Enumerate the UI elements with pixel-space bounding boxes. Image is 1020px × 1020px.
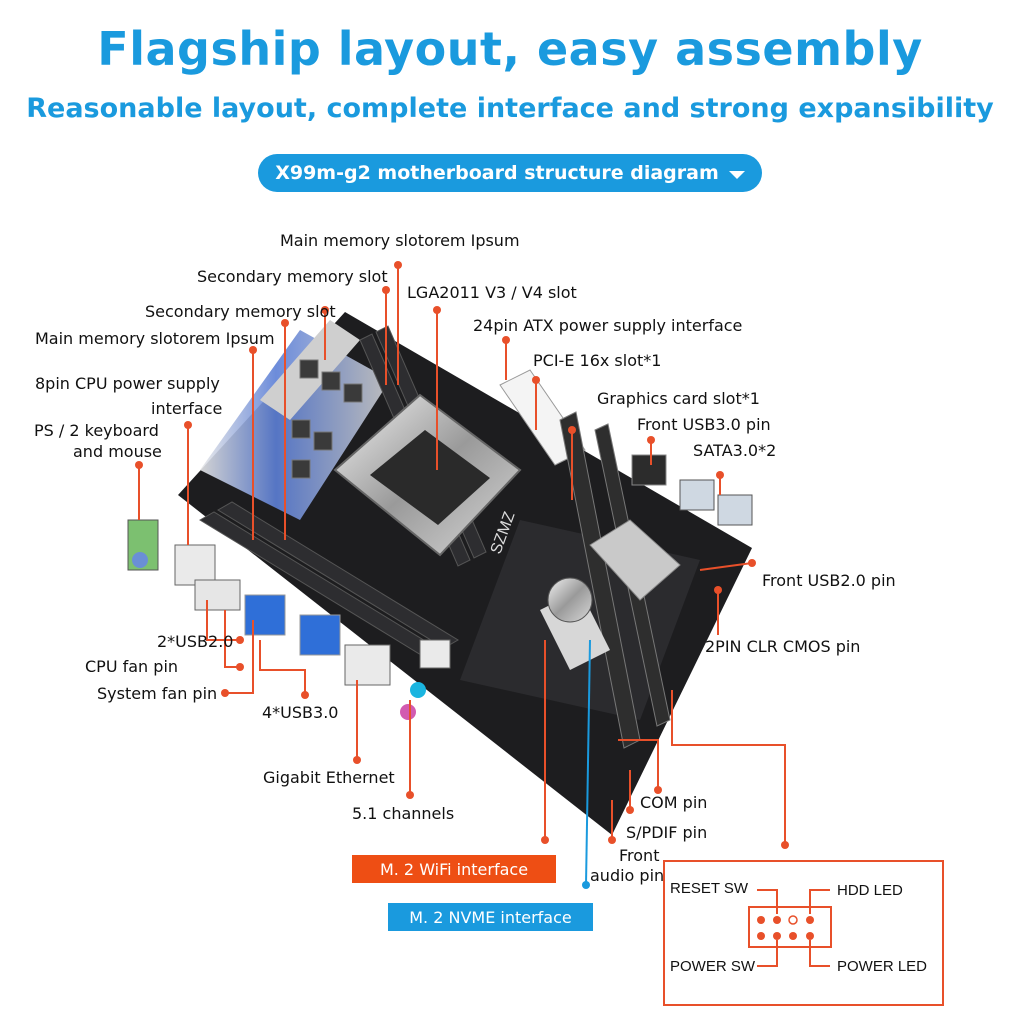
label-com-pin: COM pin (640, 793, 708, 812)
pin-header-diagram (748, 889, 832, 967)
cmos-battery (547, 577, 593, 623)
power-led-label: POWER LED (837, 958, 928, 975)
page-subtitle: Reasonable layout, complete interface an… (26, 93, 994, 124)
label-graphics-slot: Graphics card slot*1 (597, 389, 760, 408)
leader-lines (138, 265, 786, 845)
sata-ports (679, 479, 753, 526)
label-ethernet: Gigabit Ethernet (263, 768, 395, 787)
label-main-memory-top: Main memory slotorem Ipsum (280, 231, 520, 250)
hdd-led-label: HDD LED (837, 882, 903, 899)
label-usb2: 2*USB2.0 (157, 632, 234, 651)
label-secondary-memory-1: Secondary memory slot (197, 267, 388, 286)
nvme-leader-dot (582, 881, 590, 889)
wifi-interface-box: M. 2 WiFi interface (352, 855, 556, 883)
label-ps2-line2: and mouse (73, 442, 162, 461)
label-main-memory-left: Main memory slotorem Ipsum (35, 329, 275, 348)
cpu-socket-cover (370, 430, 490, 525)
power-sw-label: POWER SW (670, 958, 755, 975)
rear-io (127, 519, 451, 720)
label-clr-cmos: 2PIN CLR CMOS pin (705, 637, 861, 656)
label-ps2-line1: PS / 2 keyboard (34, 421, 159, 440)
label-front-usb2: Front USB2.0 pin (762, 571, 896, 590)
label-channels: 5.1 channels (352, 804, 455, 823)
label-usb3: 4*USB3.0 (262, 703, 339, 722)
chipset-heatsink (589, 519, 681, 601)
front-panel-header-detail: RESET SW HDD LED POWER SW POWER LED (663, 860, 944, 1006)
diagram-dropdown-pill[interactable]: X99m-g2 motherboard structure diagram (258, 154, 762, 192)
label-cpu-fan: CPU fan pin (85, 657, 179, 676)
label-system-fan: System fan pin (97, 684, 218, 703)
leader-dots (135, 261, 789, 849)
reset-sw-label: RESET SW (670, 880, 749, 897)
usb3-header (631, 454, 667, 486)
nvme-interface-box: M. 2 NVME interface (388, 903, 593, 931)
label-front-audio-line1: Front (619, 846, 660, 865)
label-pcie-slot: PCI-E 16x slot*1 (533, 351, 662, 370)
label-lga-slot: LGA2011 V3 / V4 slot (407, 283, 577, 302)
vrm-chokes (291, 359, 363, 479)
chevron-down-icon (728, 170, 745, 179)
label-sata: SATA3.0*2 (693, 441, 777, 460)
label-spdif-pin: S/PDIF pin (626, 823, 708, 842)
pill-label: X99m-g2 motherboard structure diagram (275, 162, 719, 184)
label-secondary-memory-2: Secondary memory slot (145, 302, 336, 321)
nvme-leader-line (585, 639, 591, 886)
label-cpu-power-line2: interface (151, 399, 223, 418)
label-atx-power: 24pin ATX power supply interface (473, 316, 743, 335)
label-cpu-power-line1: 8pin CPU power supply (35, 374, 220, 393)
label-front-usb3: Front USB3.0 pin (637, 415, 771, 434)
page-title: Flagship layout, easy assembly (97, 22, 923, 76)
label-front-audio-line2: audio pin (590, 866, 665, 885)
